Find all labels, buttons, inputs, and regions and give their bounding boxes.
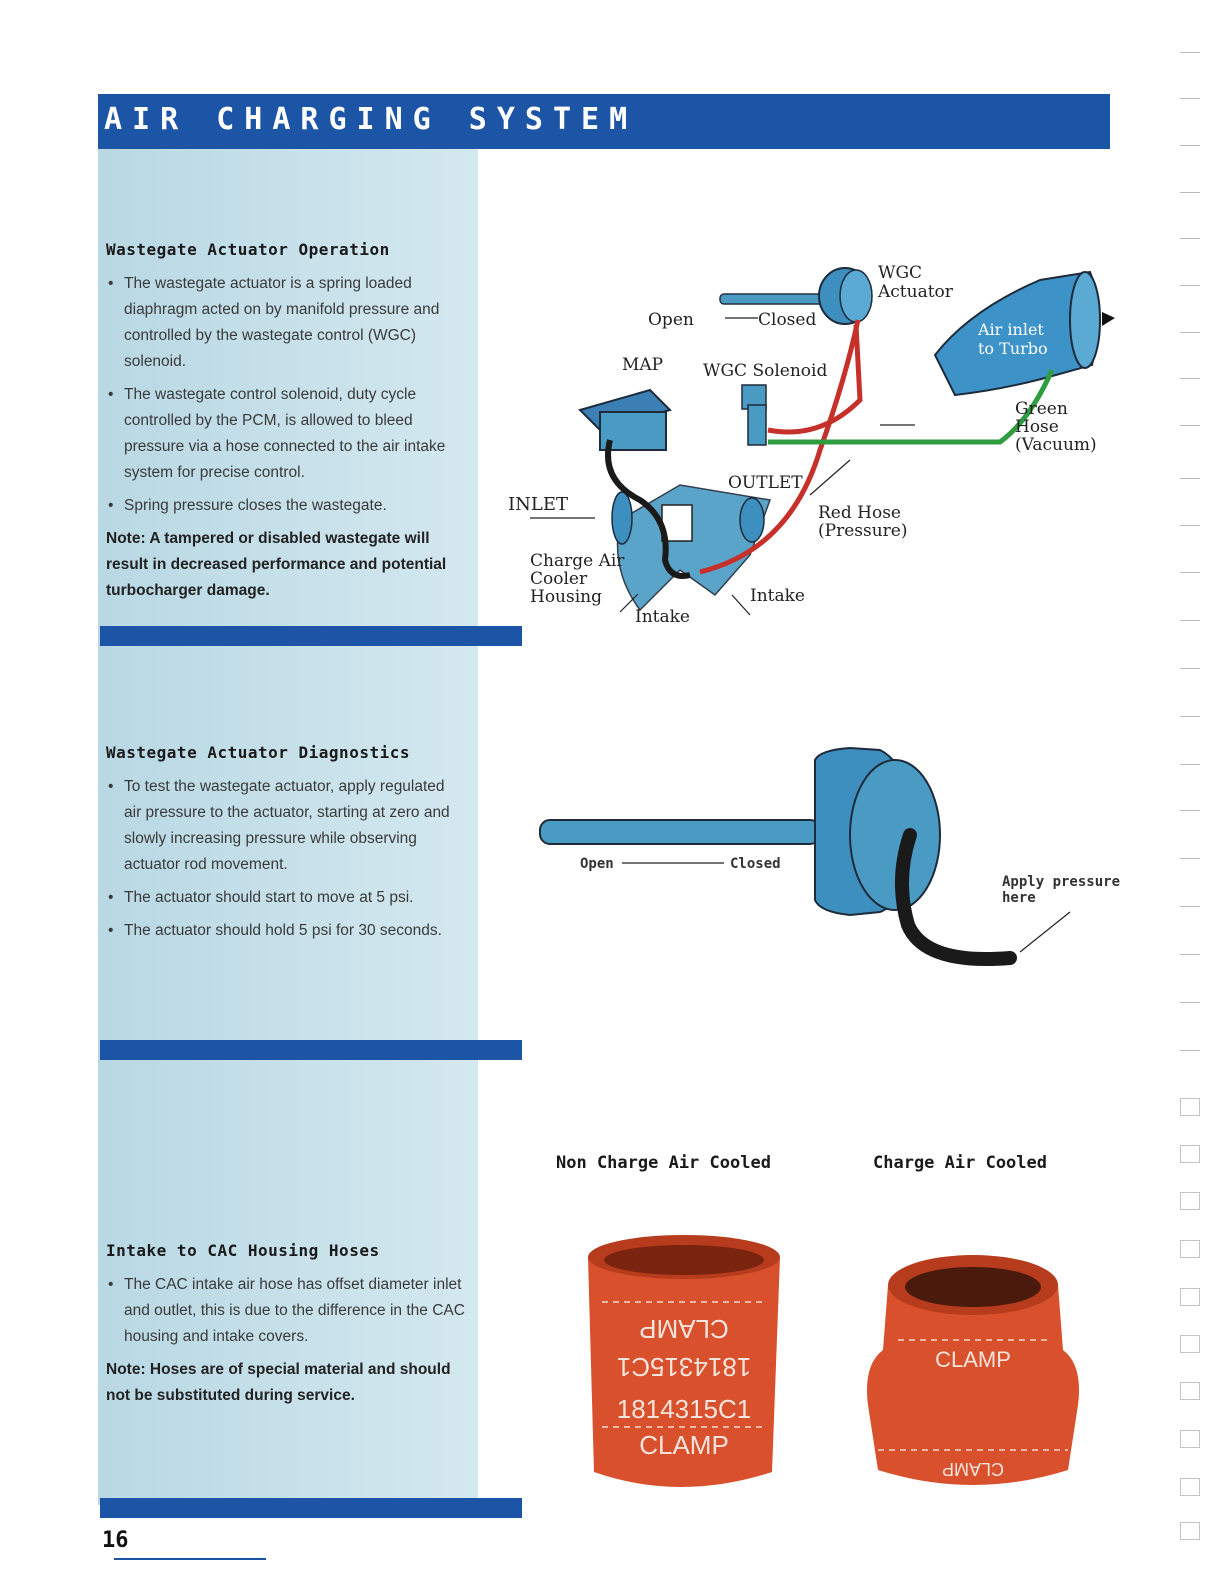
label-red-hose: Red Hose: [818, 503, 901, 523]
label-closed: Closed: [730, 856, 781, 872]
section-title: Wastegate Actuator Diagnostics: [106, 743, 410, 762]
label-green: Green: [1015, 399, 1068, 419]
margin-box: [1180, 1098, 1200, 1116]
bullet-item: The CAC intake air hose has offset diame…: [106, 1272, 466, 1350]
margin-mark: [1180, 620, 1200, 621]
margin-box: [1180, 1335, 1200, 1353]
margin-mark: [1180, 1002, 1200, 1003]
hose-text: CLAMP: [935, 1347, 1011, 1372]
label-cooler: Cooler: [530, 569, 588, 589]
hose-text: CLAMP: [639, 1314, 729, 1344]
margin-mark: [1180, 572, 1200, 573]
non-cac-hose-photo: CLAMP 1814315C1 1814315C1 CLAMP: [588, 1235, 780, 1487]
page-title: AIR CHARGING SYSTEM: [104, 102, 638, 137]
section-title: Intake to CAC Housing Hoses: [106, 1241, 380, 1260]
margin-mark: [1180, 858, 1200, 859]
wastegate-system-diagram: WGC Actuator Open Closed MAP WGC Solenoi…: [508, 263, 1115, 627]
margin-mark: [1180, 98, 1200, 99]
note-text: Note: Hoses are of special material and …: [106, 1361, 451, 1404]
bullet-list: The CAC intake air hose has offset diame…: [106, 1272, 466, 1350]
label-air-inlet: Air inlet: [977, 320, 1044, 339]
bullet-item: The actuator should start to move at 5 p…: [106, 885, 466, 911]
label-inlet: INLET: [508, 494, 568, 515]
caption-cac: Charge Air Cooled: [873, 1153, 1047, 1173]
label-map: MAP: [622, 355, 663, 375]
label-intake-left: Intake: [635, 607, 690, 627]
margin-box: [1180, 1522, 1200, 1540]
bullet-item: To test the wastegate actuator, apply re…: [106, 774, 466, 878]
margin-box: [1180, 1288, 1200, 1306]
label-actuator: Actuator: [877, 282, 954, 302]
caption-non-cac: Non Charge Air Cooled: [556, 1153, 771, 1173]
margin-box: [1180, 1240, 1200, 1258]
label-charge-air: Charge Air: [530, 551, 625, 571]
label-wgc-solenoid: WGC Solenoid: [703, 361, 827, 381]
margin-mark: [1180, 332, 1200, 333]
margin-mark: [1180, 668, 1200, 669]
label-pressure: (Pressure): [818, 521, 907, 541]
margin-mark: [1180, 1050, 1200, 1051]
hose-text: CLAMP: [639, 1430, 729, 1460]
label-open: Open: [648, 310, 694, 330]
actuator-test-diagram: Open Closed Apply pressure here: [539, 746, 1120, 967]
bullet-item: The wastegate actuator is a spring loade…: [106, 271, 466, 375]
label-to-turbo: to Turbo: [978, 339, 1048, 358]
label-housing: Housing: [530, 587, 602, 607]
bullet-list: To test the wastegate actuator, apply re…: [106, 774, 466, 944]
page-number: 16: [102, 1528, 129, 1553]
hose-text: 1814315C1: [617, 1394, 751, 1424]
bullet-list: The wastegate actuator is a spring loade…: [106, 271, 466, 519]
section-diagnostics: Wastegate Actuator Diagnostics To test t…: [106, 743, 466, 951]
label-hose: Hose: [1015, 417, 1059, 437]
margin-box: [1180, 1430, 1200, 1448]
margin-mark: [1180, 954, 1200, 955]
bullet-item: Spring pressure closes the wastegate.: [106, 493, 466, 519]
margin-mark: [1180, 285, 1200, 286]
label-apply-pressure: Apply pressure: [1002, 874, 1120, 890]
section-title: Wastegate Actuator Operation: [106, 240, 390, 259]
label-vacuum: (Vacuum): [1015, 435, 1097, 455]
label-closed: Closed: [758, 310, 816, 330]
margin-box: [1180, 1192, 1200, 1210]
section-divider: [100, 1498, 522, 1518]
cac-hose-photo: CLAMP CLAMP: [867, 1255, 1079, 1485]
section-divider: [100, 626, 522, 646]
header-bar: [98, 94, 1110, 149]
margin-mark: [1180, 52, 1200, 53]
margin-box: [1180, 1478, 1200, 1496]
margin-mark: [1180, 478, 1200, 479]
bullet-item: The actuator should hold 5 psi for 30 se…: [106, 918, 466, 944]
label-open: Open: [580, 856, 614, 872]
hose-text: CLAMP: [942, 1459, 1004, 1479]
section-divider: [100, 1040, 522, 1060]
section-hoses: Intake to CAC Housing Hoses The CAC inta…: [106, 1241, 466, 1409]
margin-mark: [1180, 716, 1200, 717]
label-outlet: OUTLET: [728, 473, 803, 493]
hose-text: 1814315C1: [617, 1352, 751, 1382]
note-text: Note: A tampered or disabled wastegate w…: [106, 530, 447, 599]
margin-mark: [1180, 238, 1200, 239]
margin-mark: [1180, 145, 1200, 146]
bullet-item: The wastegate control solenoid, duty cyc…: [106, 382, 466, 486]
margin-mark: [1180, 192, 1200, 193]
label-intake-right: Intake: [750, 586, 805, 606]
margin-box: [1180, 1382, 1200, 1400]
margin-mark: [1180, 810, 1200, 811]
section-operation: Wastegate Actuator Operation The wastega…: [106, 240, 466, 604]
margin-mark: [1180, 378, 1200, 379]
footer-line: [114, 1558, 266, 1560]
label-here: here: [1002, 890, 1036, 906]
margin-box: [1180, 1145, 1200, 1163]
margin-mark: [1180, 425, 1200, 426]
margin-mark: [1180, 906, 1200, 907]
label-wgc: WGC: [878, 263, 922, 283]
margin-mark: [1180, 525, 1200, 526]
margin-mark: [1180, 764, 1200, 765]
